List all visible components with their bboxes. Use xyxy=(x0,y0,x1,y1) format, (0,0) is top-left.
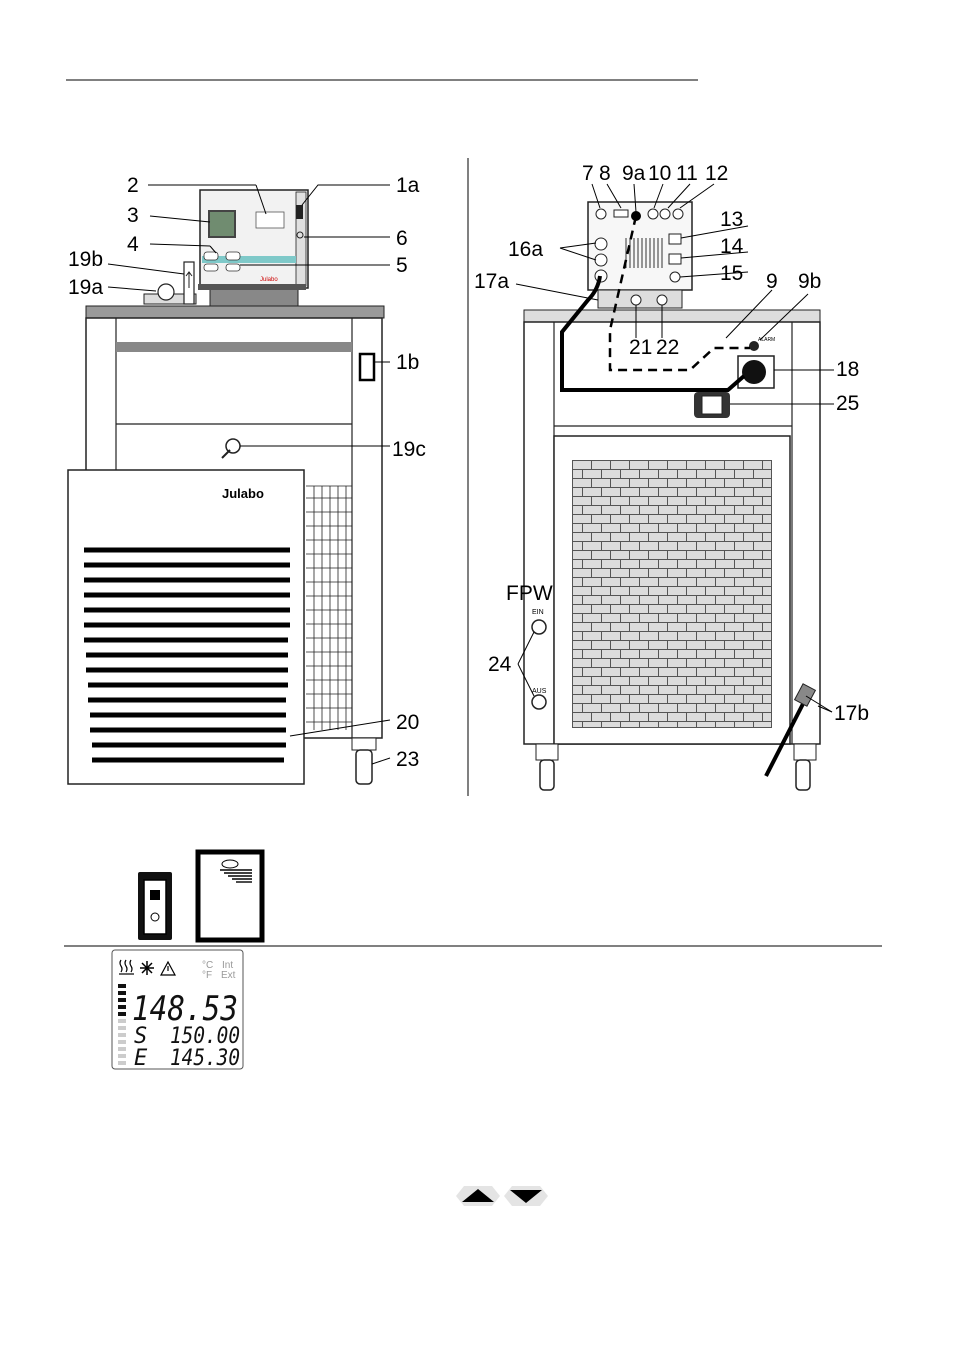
callout-3: 3 xyxy=(127,204,139,227)
drain-cover-icon xyxy=(198,852,262,940)
callout-9: 9 xyxy=(766,270,778,293)
callout-9a: 9a xyxy=(622,162,646,185)
front-view-drawing: Julabo xyxy=(68,185,390,784)
cooling-icon xyxy=(140,961,154,975)
callout-19a: 19a xyxy=(68,276,103,299)
arrow-up-key-icon xyxy=(456,1186,500,1206)
callout-24: 24 xyxy=(488,653,512,676)
main-temperature: 148.53 xyxy=(132,989,238,1029)
callout-19c: 19c xyxy=(392,438,426,461)
callout-8: 8 xyxy=(599,162,611,185)
rear-view-drawing: ALARM EIN AUS xyxy=(516,184,834,790)
aus-label: AUS xyxy=(532,688,547,695)
unit-fahrenheit: °F xyxy=(202,970,212,981)
callout-9b: 9b xyxy=(798,270,821,293)
callout-23: 23 xyxy=(396,748,419,771)
callout-1a: 1a xyxy=(396,174,420,197)
callout-17a: 17a xyxy=(474,270,509,293)
callout-fpw: FPW xyxy=(506,582,553,605)
callout-11: 11 xyxy=(676,162,698,185)
callout-1b: 1b xyxy=(396,351,419,374)
callout-12: 12 xyxy=(705,162,728,185)
front-brand-small: Julabo xyxy=(260,277,278,283)
callout-25: 25 xyxy=(836,392,859,415)
callout-4: 4 xyxy=(127,233,139,256)
ext-label: Ext xyxy=(221,970,236,981)
external-value: 145.30 xyxy=(170,1046,240,1071)
mains-switch-icon xyxy=(138,872,172,940)
callout-16a: 16a xyxy=(508,238,543,261)
callout-14: 14 xyxy=(720,235,744,258)
callout-10: 10 xyxy=(648,162,671,185)
arrow-down-key-icon xyxy=(504,1186,548,1206)
callout-18: 18 xyxy=(836,358,859,381)
ein-label: EIN xyxy=(532,609,544,616)
callout-6: 6 xyxy=(396,227,408,250)
callout-7: 7 xyxy=(582,162,594,185)
callout-2: 2 xyxy=(127,174,139,197)
callout-5: 5 xyxy=(396,254,408,277)
callout-17b: 17b xyxy=(834,702,869,725)
mains-switch-front xyxy=(360,354,374,380)
callout-13: 13 xyxy=(720,208,743,231)
callout-20: 20 xyxy=(396,711,419,734)
front-brand: Julabo xyxy=(222,486,264,501)
lcd-display: °C °F Int Ext 148.53 S 150.00 E 145.30 xyxy=(112,950,243,1071)
callout-19b: 19b xyxy=(68,248,103,271)
callout-22: 22 xyxy=(656,336,679,359)
callout-21: 21 xyxy=(629,336,652,359)
callout-15: 15 xyxy=(720,262,743,285)
cover-slats xyxy=(84,550,290,760)
external-prefix: E xyxy=(134,1046,148,1071)
